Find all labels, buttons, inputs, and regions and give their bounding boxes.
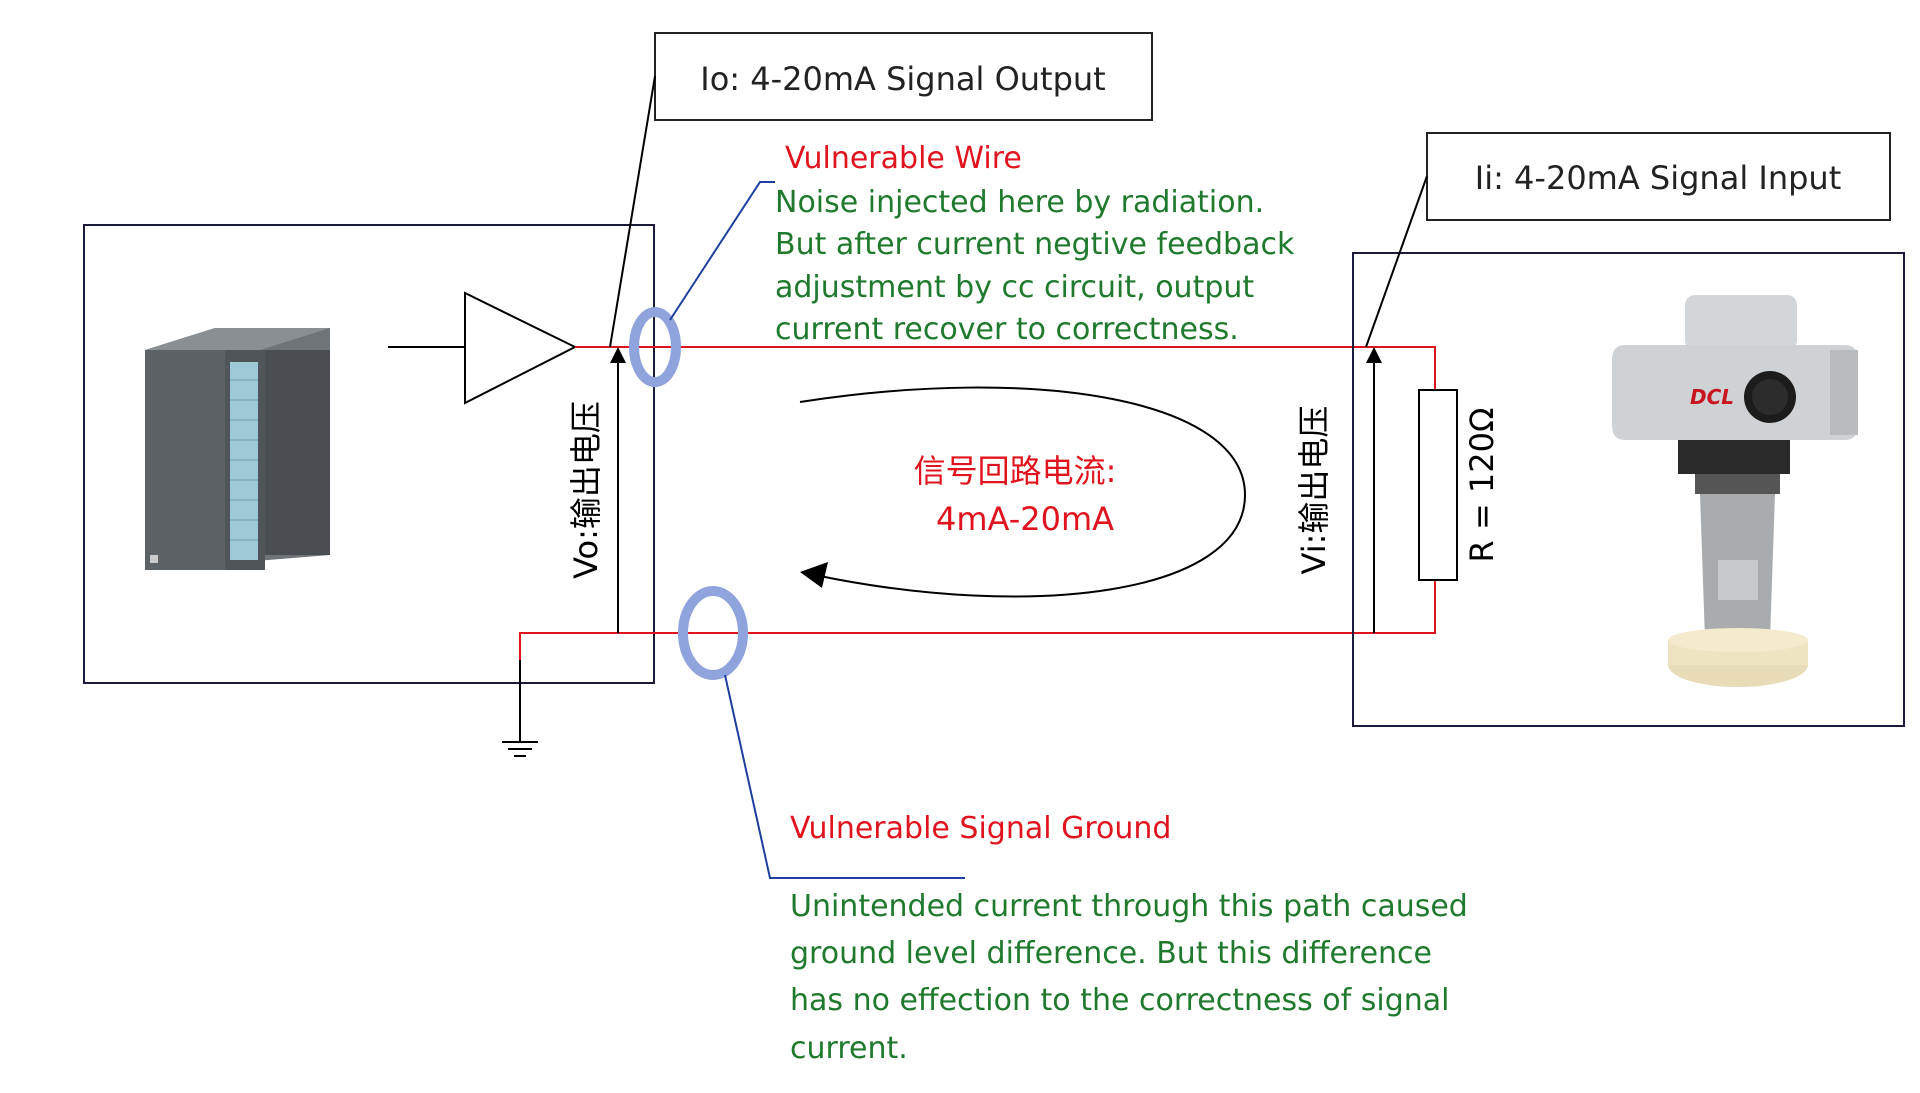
vulnerable-wire-note-line-2: But after current negtive feedback [775,227,1295,262]
actuator-logo: DCL [1690,385,1734,409]
ground-symbol [502,660,538,757]
vulnerable-ground-note-line-3: has no effection to the correctness of s… [790,983,1449,1018]
signal-wire-top [575,346,1436,390]
loop-current-range: 4mA-20mA [936,500,1114,538]
signal-output-leader [609,75,656,348]
vi-label: Vi:输出电压 [1295,406,1333,575]
vulnerable-wire-note-line-3: adjustment by cc circuit, output [775,270,1254,305]
signal-input-leader [1365,175,1428,348]
signal-input-label: Ii: 4-20mA Signal Input [1475,159,1841,197]
loop-current-arrowhead [800,562,828,588]
plc-module-image [145,328,330,570]
vulnerable-wire-ring [629,307,681,387]
vulnerable-ground-note-line-2: ground level difference. But this differ… [790,936,1432,971]
signal-output-label: Io: 4-20mA Signal Output [700,60,1105,98]
output-device-enclosure [83,224,655,684]
vulnerable-wire-note-line-4: current recover to correctness. [775,312,1239,347]
vulnerable-wire-title: Vulnerable Wire [785,141,1022,176]
input-device-enclosure [1352,252,1905,727]
signal-output-label-box [654,32,1153,121]
vo-label: Vo:输出电压 [567,401,605,579]
vulnerable-ground-callout-line [724,674,965,879]
resistor [1418,389,1458,581]
vulnerable-wire-note-line-1: Noise injected here by radiation. [775,185,1264,220]
vi-arrow-head [1366,347,1382,363]
signal-input-label-box [1426,132,1891,221]
amplifier-triangle [464,291,578,405]
loop-current-label: 信号回路电流: [914,452,1117,490]
signal-wire-bottom [519,580,1436,700]
vo-arrow-head [610,347,626,363]
vulnerable-ground-note-line-4: current. [790,1031,908,1066]
vulnerable-ground-ring [678,586,748,680]
resistor-label: R = 120Ω [1463,408,1501,563]
valve-actuator-image [1612,295,1858,687]
vulnerable-wire-callout-line [669,181,775,321]
vulnerable-ground-note-line-1: Unintended current through this path cau… [790,889,1468,924]
vulnerable-ground-title: Vulnerable Signal Ground [790,811,1171,846]
loop-current-arrow [799,386,1247,598]
